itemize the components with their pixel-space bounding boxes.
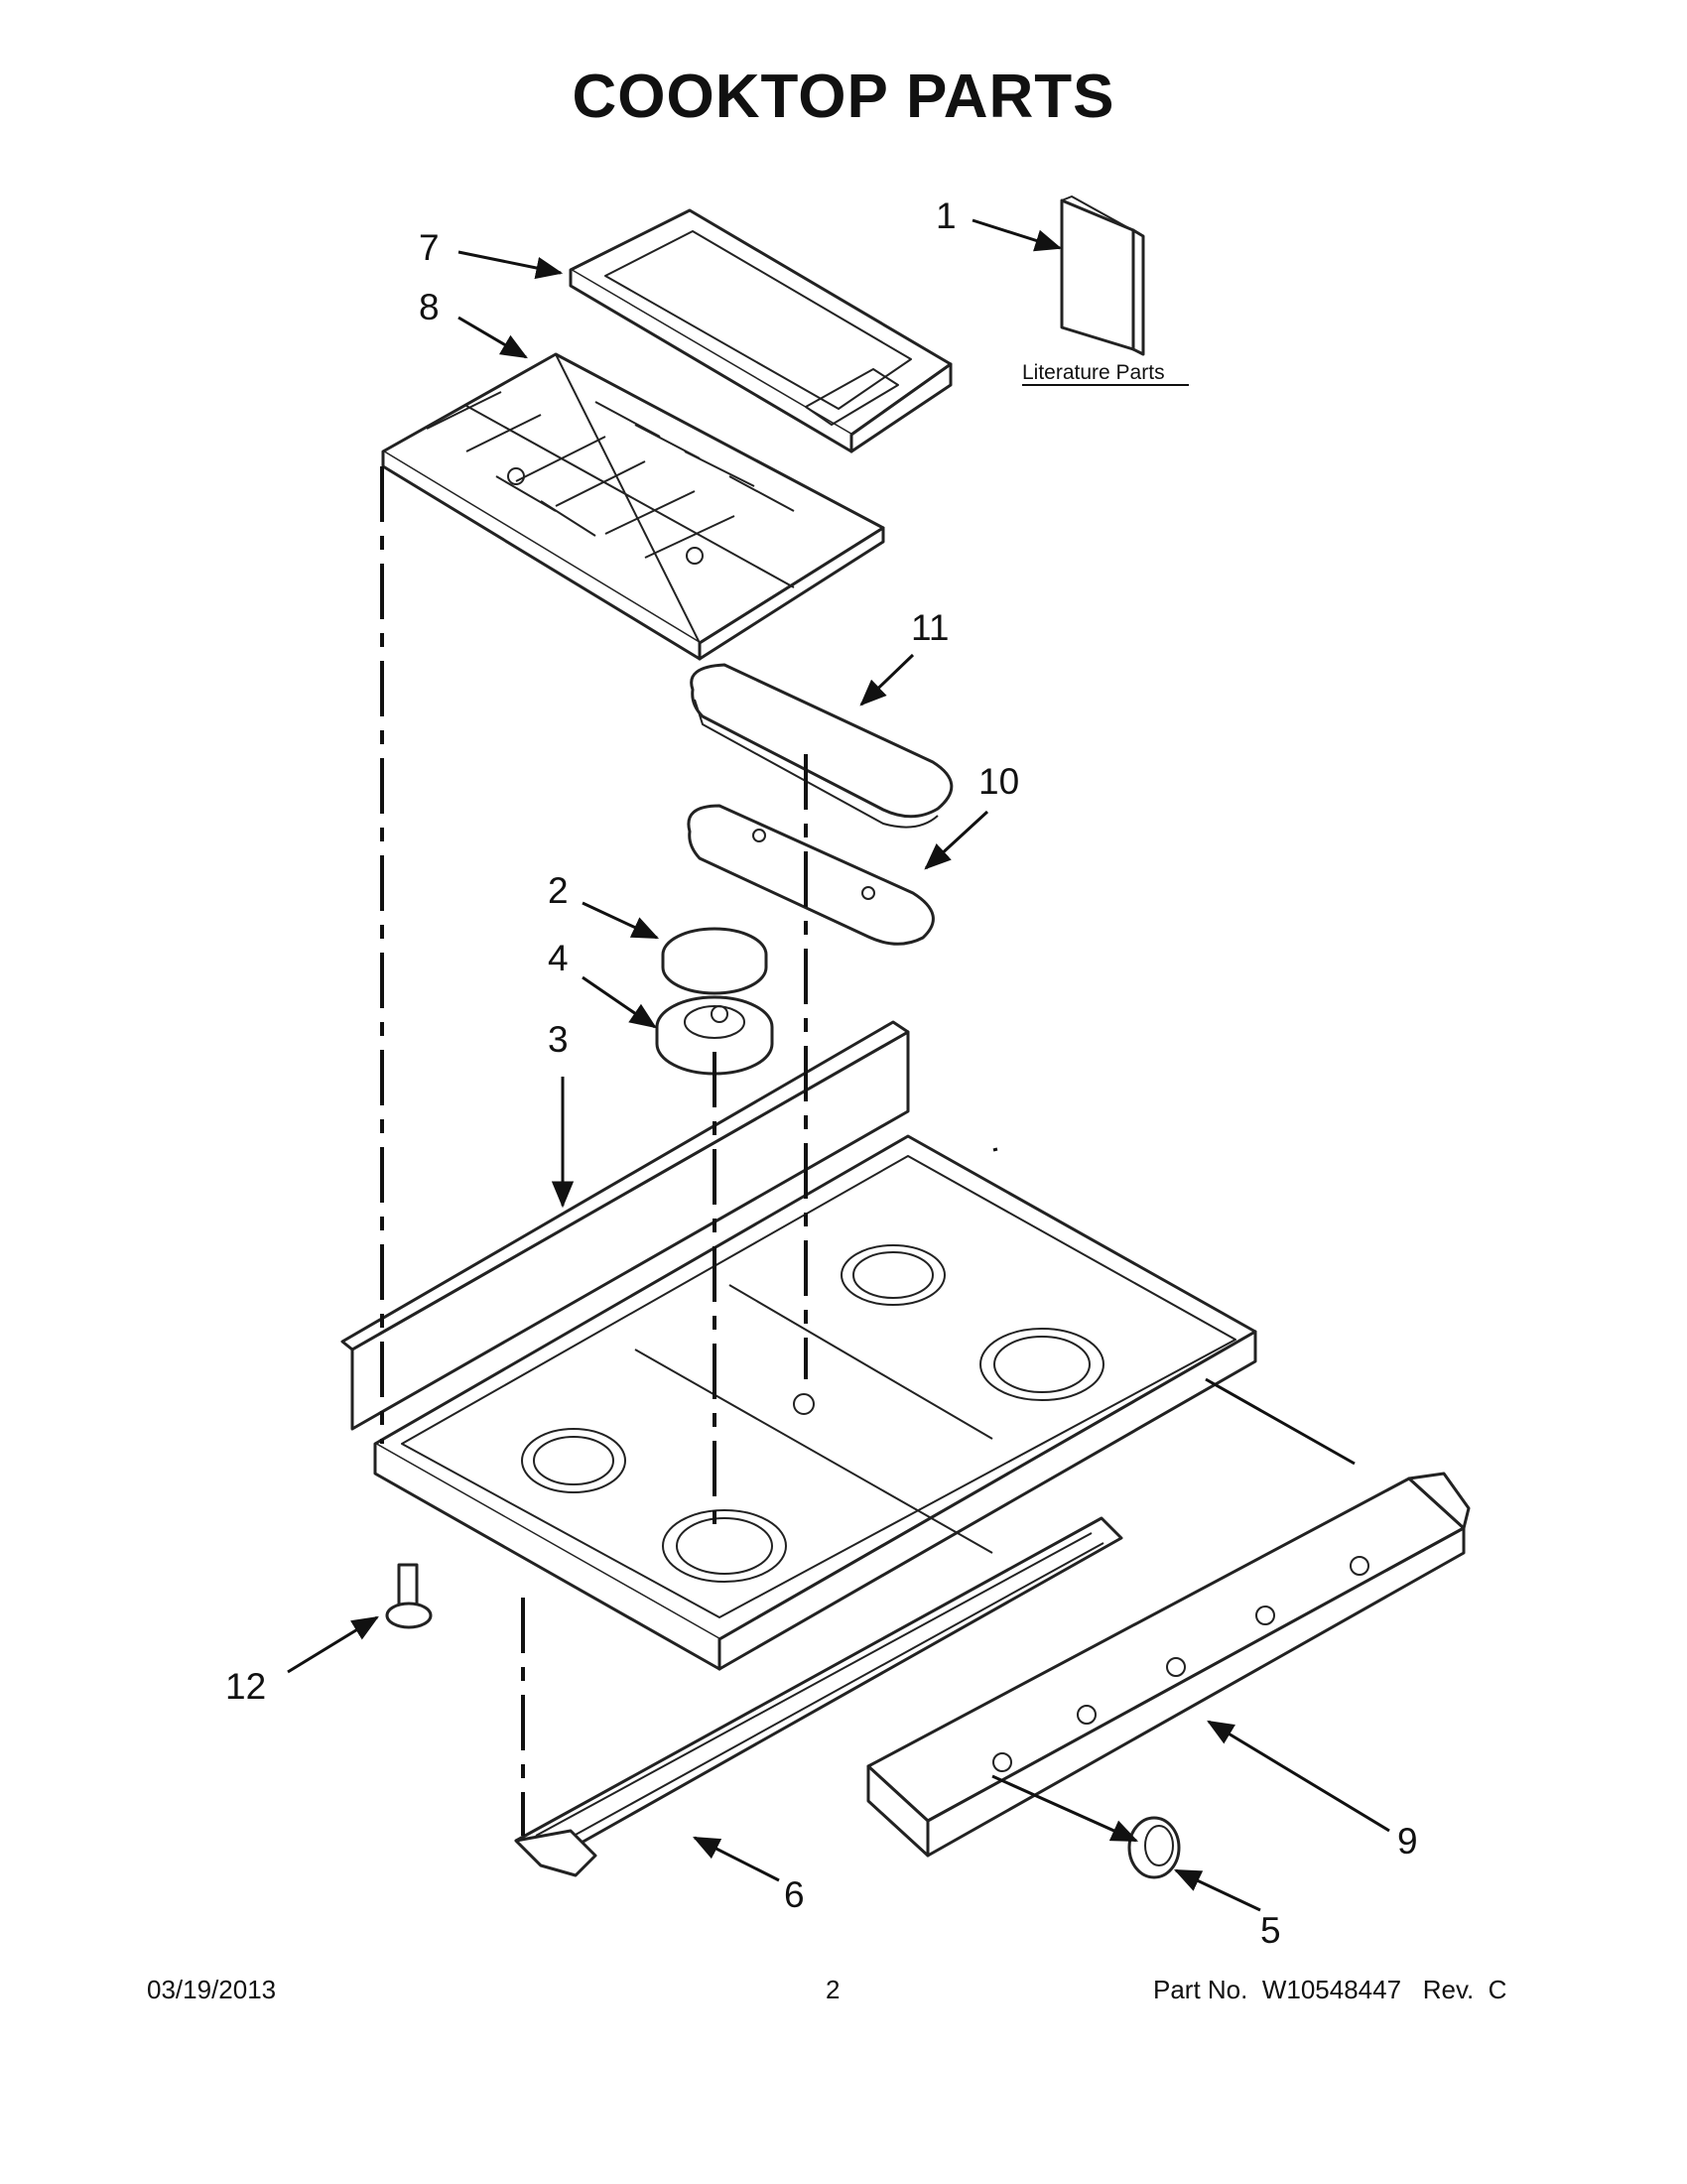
callout-12: 12 — [225, 1666, 266, 1707]
griddle-plate — [690, 663, 954, 829]
manifold-bracket — [514, 1516, 1123, 1877]
callout-6: 6 — [784, 1874, 805, 1915]
callout-8: 8 — [419, 287, 440, 327]
control-knob — [1127, 1816, 1181, 1879]
callout-4: 4 — [548, 938, 569, 978]
footer-date: 03/19/2013 — [147, 1975, 277, 2004]
page-title: COOKTOP PARTS — [572, 63, 1115, 131]
footer-page-number: 2 — [826, 1975, 841, 2004]
burner-base — [655, 995, 774, 1076]
burner-cap — [661, 927, 768, 995]
control-panel — [866, 1472, 1471, 1858]
griddle — [569, 208, 953, 453]
cooktop-main — [340, 1020, 1257, 1671]
callout-2: 2 — [548, 870, 569, 911]
igniter — [385, 1563, 433, 1629]
literature-parts-label: Literature Parts — [1022, 361, 1165, 384]
callout-3: 3 — [548, 1019, 569, 1060]
callout-7: 7 — [419, 227, 440, 268]
callout-10: 10 — [978, 761, 1019, 802]
callout-9: 9 — [1397, 1821, 1418, 1862]
callout-5: 5 — [1260, 1910, 1281, 1951]
literature-booklet — [1060, 195, 1145, 356]
callout-1: 1 — [936, 195, 957, 236]
burner-grate — [381, 352, 885, 661]
spacer-plate — [687, 804, 935, 946]
callout-11: 11 — [911, 607, 949, 648]
footer-part-number: Part No. W10548447 Rev. C — [1153, 1975, 1507, 2004]
